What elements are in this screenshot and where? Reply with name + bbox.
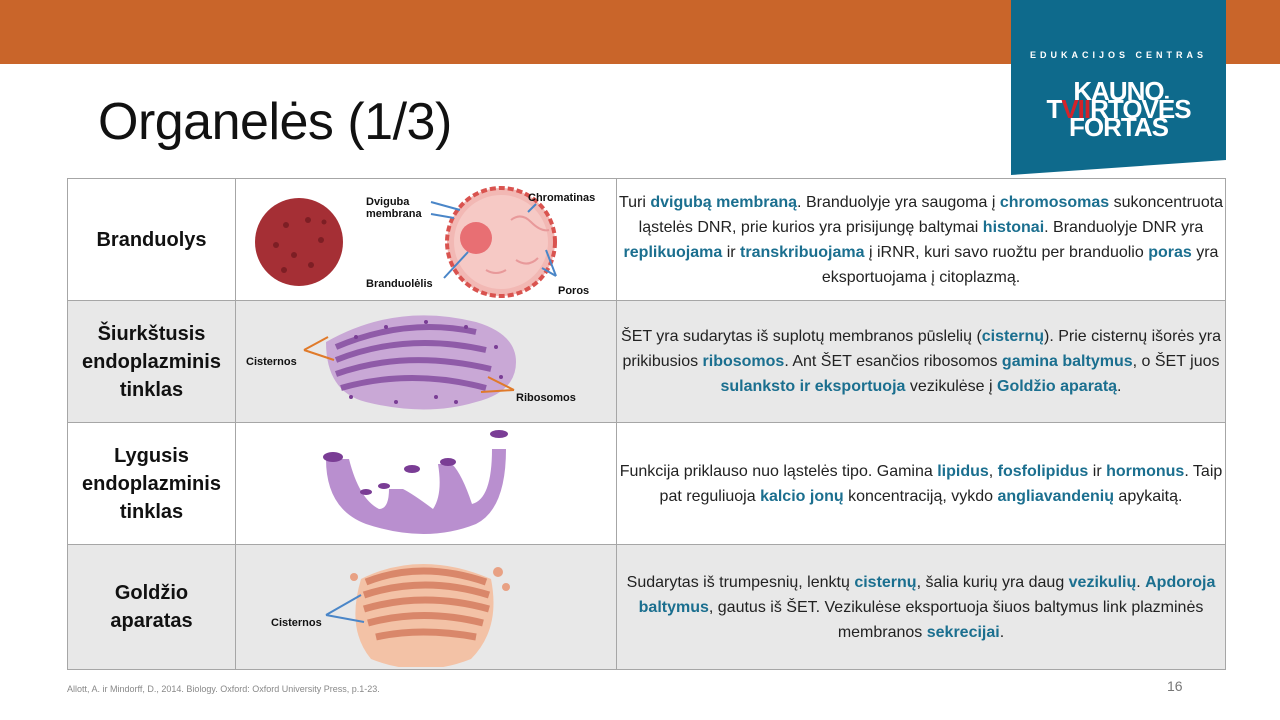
highlighted-term: cisternų bbox=[981, 328, 1045, 345]
description-text: ). Prie cisternų išorės yra prikibusios bbox=[622, 328, 1221, 370]
highlighted-term: kalcio jonų bbox=[760, 487, 844, 505]
description-text: , o ŠET juos bbox=[1132, 353, 1220, 370]
nucleus-illustration: Dviguba membrana Chromatinas Branduolėli… bbox=[235, 178, 617, 301]
golgi-illustration: Cisternos bbox=[235, 544, 617, 670]
highlighted-term: vezikulių bbox=[1068, 573, 1137, 591]
label-cisternae: Cisternos bbox=[271, 617, 322, 629]
page-number: 16 bbox=[1167, 678, 1183, 694]
table-row: Goldžio aparatas Cisternos Sudarytas iš … bbox=[67, 544, 1226, 670]
description-text: , bbox=[988, 462, 998, 480]
description-text: ir bbox=[722, 243, 741, 261]
description-text: Sudarytas iš trumpesnių, lenktų bbox=[626, 573, 855, 591]
description-text: , gautus iš ŠET. Vezikulėse eksportuoja … bbox=[708, 598, 1204, 641]
description-text: yra eksportuojama į citoplazmą. bbox=[821, 243, 1219, 286]
highlighted-term: Apdoroja baltymus bbox=[638, 573, 1216, 616]
organelle-table: Branduolys bbox=[67, 178, 1226, 670]
description-text: sukoncentruota ląstelės DNR, prie kurios… bbox=[638, 193, 1224, 236]
highlighted-term: sulanksto ir eksportuoja bbox=[720, 378, 906, 395]
description-text: koncentraciją, vykdo bbox=[843, 487, 998, 505]
reference-citation: Allott, A. ir Mindorff, D., 2014. Biolog… bbox=[67, 684, 380, 694]
logo-background bbox=[1011, 0, 1226, 175]
slide-title: Organelės (1/3) bbox=[98, 93, 452, 151]
logo-line-2: TVIIRTOVĖS bbox=[1046, 94, 1191, 124]
table-row: Branduolys bbox=[67, 178, 1226, 301]
description-text: . bbox=[1136, 573, 1146, 591]
highlighted-term: cisternų bbox=[854, 573, 917, 591]
highlighted-term: transkribuojama bbox=[740, 243, 865, 261]
highlighted-term: chromosomas bbox=[999, 193, 1110, 211]
organelle-name: Goldžio aparatas bbox=[67, 544, 236, 670]
highlighted-term: gamina baltymus bbox=[1001, 353, 1133, 370]
description-text: Turi bbox=[618, 193, 651, 211]
label-double-membrane: Dviguba membrana bbox=[366, 195, 422, 220]
organelle-description: ŠET yra sudarytas iš suplotų membranos p… bbox=[616, 300, 1226, 423]
description-text: apykaitą. bbox=[1113, 487, 1183, 505]
description-text: ŠET yra sudarytas iš suplotų membranos p… bbox=[621, 328, 982, 345]
highlighted-term: ribosomos bbox=[702, 353, 785, 370]
highlighted-term: histonai bbox=[982, 218, 1045, 236]
highlighted-term: lipidus bbox=[937, 462, 989, 480]
description-text: ir bbox=[1088, 462, 1107, 480]
smooth-er-illustration bbox=[235, 422, 617, 545]
organelle-name: Lygusis endoplazminis tinklas bbox=[67, 422, 236, 545]
description-text: . Ant ŠET esančios ribosomos bbox=[784, 353, 1002, 370]
description-text: vezikulėse į bbox=[905, 378, 998, 395]
highlighted-term: sekrecijai bbox=[926, 623, 1000, 641]
description-text: . bbox=[1117, 378, 1122, 395]
logo-line-3: FORTAS bbox=[1069, 112, 1169, 142]
logo: EDUKACIJOS CENTRAS KAUNO TVIIRTOVĖS FORT… bbox=[1011, 0, 1226, 175]
organelle-description: Funkcija priklauso nuo ląstelės tipo. Ga… bbox=[616, 422, 1226, 545]
highlighted-term: dvigubą membraną bbox=[650, 193, 798, 211]
label-ribosomes: Ribosomos bbox=[516, 391, 576, 404]
table-row: Šiurkštusis endoplazminis tinklas Cister… bbox=[67, 300, 1226, 423]
highlighted-term: angliavandenių bbox=[997, 487, 1114, 505]
label-pores: Poros bbox=[558, 284, 590, 297]
label-nucleolus: Branduolėlis bbox=[366, 277, 433, 290]
label-cisternae: Cisternos bbox=[246, 355, 297, 368]
highlighted-term: Goldžio aparatą bbox=[997, 378, 1118, 395]
description-text: . bbox=[999, 623, 1005, 641]
description-text: , šalia kurių yra daug bbox=[916, 573, 1069, 591]
organelle-description: Sudarytas iš trumpesnių, lenktų cisternų… bbox=[616, 544, 1226, 670]
organelle-name: Branduolys bbox=[67, 178, 236, 301]
highlighted-term: replikuojama bbox=[623, 243, 723, 261]
organelle-description: Turi dvigubą membraną. Branduolyje yra s… bbox=[616, 178, 1226, 301]
logo-tagline: EDUKACIJOS CENTRAS bbox=[1029, 50, 1207, 60]
rough-er-illustration: Cisternos Ribosomos bbox=[235, 300, 617, 423]
description-text: Funkcija priklauso nuo ląstelės tipo. Ga… bbox=[619, 462, 938, 480]
description-text: . Taip pat reguliuoja bbox=[659, 462, 1223, 505]
description-text: . Branduolyje DNR yra bbox=[1044, 218, 1204, 236]
description-text: į iRNR, kuri savo ruožtu per branduolio bbox=[864, 243, 1149, 261]
logo-line-1: KAUNO bbox=[1073, 76, 1164, 106]
table-row: Lygusis endoplazminis tinklas Funkcija p… bbox=[67, 422, 1226, 545]
label-chromatin: Chromatinas bbox=[528, 191, 596, 204]
organelle-name: Šiurkštusis endoplazminis tinklas bbox=[67, 300, 236, 423]
highlighted-term: hormonus bbox=[1106, 462, 1185, 480]
description-text: . Branduolyje yra saugoma į bbox=[797, 193, 1000, 211]
highlighted-term: fosfolipidus bbox=[997, 462, 1089, 480]
highlighted-term: poras bbox=[1148, 243, 1192, 261]
